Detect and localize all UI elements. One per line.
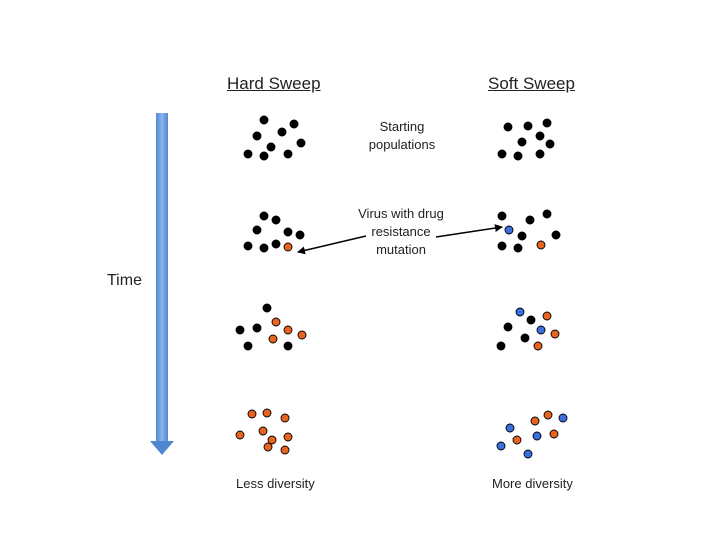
susceptible-virus-dot [289, 119, 299, 129]
resistant-blue-virus-dot [558, 413, 568, 423]
susceptible-virus-dot [235, 325, 245, 335]
susceptible-virus-dot [497, 241, 507, 251]
susceptible-virus-dot [252, 131, 262, 141]
resistant-orange-virus-dot [549, 429, 559, 439]
susceptible-virus-dot [526, 315, 536, 325]
starting-populations-label: Starting populations [368, 119, 436, 152]
resistant-orange-virus-dot [235, 430, 245, 440]
time-arrow [150, 113, 174, 455]
susceptible-virus-dot [497, 149, 507, 159]
susceptible-virus-dot [243, 149, 253, 159]
time-label: Time [107, 272, 142, 289]
resistant-orange-virus-dot [536, 240, 546, 250]
susceptible-virus-dot [296, 138, 306, 148]
population-hard-sweep-mutation [243, 211, 305, 253]
susceptible-virus-dot [525, 215, 535, 225]
resistant-orange-virus-dot [258, 426, 268, 436]
susceptible-virus-dot [517, 231, 527, 241]
resistant-orange-virus-dot [512, 435, 522, 445]
resistant-blue-virus-dot [515, 307, 525, 317]
resistant-blue-virus-dot [532, 431, 542, 441]
resistant-blue-virus-dot [523, 449, 533, 459]
susceptible-virus-dot [542, 118, 552, 128]
susceptible-virus-dot [496, 341, 506, 351]
susceptible-virus-dot [277, 127, 287, 137]
resistant-orange-virus-dot [280, 445, 290, 455]
arrow-to-soft-sweep-mutant [435, 224, 503, 238]
population-soft-sweep-mutation [497, 209, 561, 253]
susceptible-virus-dot [497, 211, 507, 221]
virus-mutation-annotation: Virus with drug resistance mutation [358, 206, 444, 257]
susceptible-virus-dot [271, 215, 281, 225]
resistant-blue-virus-dot [536, 325, 546, 335]
susceptible-virus-dot [513, 151, 523, 161]
resistant-orange-virus-dot [550, 329, 560, 339]
susceptible-virus-dot [252, 225, 262, 235]
susceptible-virus-dot [295, 230, 305, 240]
population-soft-sweep-spread [496, 307, 560, 351]
population-soft-sweep-fixed [496, 410, 568, 459]
resistant-orange-virus-dot [297, 330, 307, 340]
susceptible-virus-dot [252, 323, 262, 333]
resistant-orange-virus-dot [542, 311, 552, 321]
resistant-orange-virus-dot [268, 334, 278, 344]
soft-sweep-heading: Soft Sweep [488, 74, 575, 93]
susceptible-virus-dot [283, 149, 293, 159]
susceptible-virus-dot [542, 209, 552, 219]
susceptible-virus-dot [271, 239, 281, 249]
arrow-to-hard-sweep-mutant [297, 235, 367, 255]
susceptible-virus-dot [535, 149, 545, 159]
susceptible-virus-dot [551, 230, 561, 240]
hard-sweep-heading: Hard Sweep [227, 74, 321, 93]
resistant-orange-virus-dot [247, 409, 257, 419]
resistant-orange-virus-dot [283, 432, 293, 442]
resistant-orange-virus-dot [530, 416, 540, 426]
population-soft-sweep-start [497, 118, 555, 161]
susceptible-virus-dot [535, 131, 545, 141]
susceptible-virus-dot [266, 142, 276, 152]
resistant-orange-virus-dot [283, 242, 293, 252]
susceptible-virus-dot [283, 227, 293, 237]
susceptible-virus-dot [259, 211, 269, 221]
resistant-orange-virus-dot [543, 410, 553, 420]
susceptible-virus-dot [283, 341, 293, 351]
more-diversity-label: More diversity [492, 476, 573, 491]
resistant-orange-virus-dot [533, 341, 543, 351]
population-hard-sweep-fixed [235, 408, 293, 455]
susceptible-virus-dot [520, 333, 530, 343]
less-diversity-label: Less diversity [236, 476, 315, 491]
resistant-blue-virus-dot [496, 441, 506, 451]
resistant-orange-virus-dot [262, 408, 272, 418]
susceptible-virus-dot [545, 139, 555, 149]
resistant-blue-virus-dot [505, 423, 515, 433]
susceptible-virus-dot [243, 341, 253, 351]
resistant-orange-virus-dot [267, 435, 277, 445]
resistant-orange-virus-dot [280, 413, 290, 423]
population-hard-sweep-start [243, 115, 306, 161]
susceptible-virus-dot [513, 243, 523, 253]
resistant-orange-virus-dot [263, 442, 273, 452]
resistant-blue-virus-dot [504, 225, 514, 235]
susceptible-virus-dot [523, 121, 533, 131]
susceptible-virus-dot [243, 241, 253, 251]
resistant-orange-virus-dot [271, 317, 281, 327]
susceptible-virus-dot [517, 137, 527, 147]
susceptible-virus-dot [503, 322, 513, 332]
susceptible-virus-dot [503, 122, 513, 132]
population-hard-sweep-spread [235, 303, 307, 351]
susceptible-virus-dot [262, 303, 272, 313]
susceptible-virus-dot [259, 115, 269, 125]
population-dots [235, 115, 568, 459]
susceptible-virus-dot [259, 243, 269, 253]
resistant-orange-virus-dot [283, 325, 293, 335]
susceptible-virus-dot [259, 151, 269, 161]
